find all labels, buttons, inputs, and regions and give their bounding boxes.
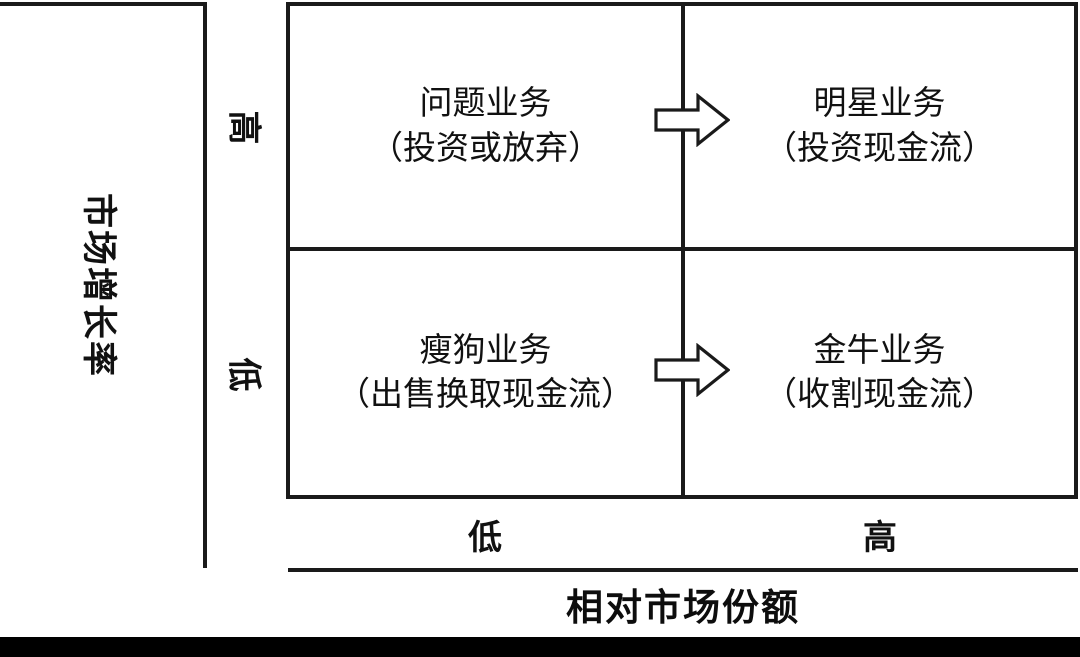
- quadrant-dogs-subtitle: （出售换取现金流）: [337, 377, 634, 413]
- y-axis-tick-high-label: 高: [224, 110, 261, 145]
- footer-band: [0, 637, 1080, 657]
- quadrant-stars-title: 明星业务: [813, 86, 946, 123]
- quadrant-cash-cows-subtitle: （收割现金流）: [764, 377, 995, 413]
- quadrant-cash-cows-title: 金牛业务: [813, 332, 946, 369]
- quadrant-dogs[interactable]: 瘦狗业务 （出售换取现金流）: [290, 251, 681, 495]
- x-axis-tick-low-label: 低: [468, 519, 502, 557]
- y-axis-tick-low-label: 低: [224, 357, 261, 391]
- y-axis-tick-high: 高: [207, 6, 286, 249]
- quadrant-stars[interactable]: 明星业务 （投资现金流）: [685, 6, 1074, 247]
- x-axis-tick-high-label: 高: [863, 519, 897, 557]
- matrix-vertical-divider: [681, 2, 685, 499]
- x-axis-title: 相对市场份额: [288, 574, 1078, 634]
- quadrant-question-marks[interactable]: 问题业务 （投资或放弃）: [290, 6, 681, 247]
- right-block-arrow-icon: [654, 343, 730, 397]
- left-panel-right-border: [203, 2, 207, 568]
- x-axis-tick-low: 低: [380, 505, 590, 563]
- right-block-arrow-icon: [654, 93, 730, 147]
- y-axis-tick-low: 低: [207, 251, 286, 497]
- x-axis-title-label: 相对市场份额: [566, 588, 800, 629]
- y-axis-title-label: 市场增长率: [78, 192, 118, 378]
- left-panel-top-border: [0, 2, 207, 6]
- quadrant-question-marks-title: 问题业务: [419, 86, 552, 123]
- x-axis-border: [288, 568, 1078, 572]
- quadrant-cash-cows[interactable]: 金牛业务 （收割现金流）: [685, 251, 1074, 495]
- quadrant-dogs-title: 瘦狗业务: [419, 332, 552, 369]
- quadrant-question-marks-subtitle: （投资或放弃）: [370, 130, 601, 167]
- x-axis-tick-high: 高: [775, 505, 985, 563]
- quadrant-stars-subtitle: （投资现金流）: [764, 130, 995, 167]
- y-axis-title: 市场增长率: [0, 2, 203, 568]
